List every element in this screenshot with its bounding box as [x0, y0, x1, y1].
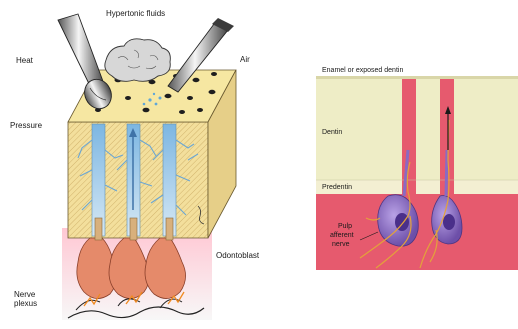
- predentin-band-mid: [416, 180, 440, 194]
- enamel-border: [316, 76, 518, 79]
- label-nerve: Nerve: [14, 290, 36, 299]
- odontoblast-cells: [77, 238, 186, 299]
- label-nerve-right: nerve: [332, 241, 350, 248]
- label-predentin: Predentin: [322, 184, 352, 191]
- label-hypertonic-fluids: Hypertonic fluids: [106, 9, 165, 18]
- label-enamel: Enamel or exposed dentin: [322, 67, 403, 74]
- dentin-block-middle: [416, 76, 440, 180]
- label-pulp: Pulp: [338, 223, 352, 230]
- dentin-block-right: [454, 76, 518, 180]
- label-pressure: Pressure: [10, 121, 43, 130]
- dentin-block-left: [316, 76, 402, 180]
- predentin-band-right: [454, 180, 518, 194]
- left-figure: Hypertonic fluids Heat Air Pressure Odon…: [10, 9, 260, 320]
- label-heat: Heat: [16, 56, 34, 65]
- label-afferent: afferent: [330, 232, 354, 239]
- label-air: Air: [240, 55, 250, 64]
- hypertonic-fluid-crystals: [105, 39, 170, 81]
- right-figure: Enamel or exposed dentin Dentin Predenti…: [316, 67, 518, 270]
- label-dentin: Dentin: [322, 129, 342, 136]
- label-odontoblast: Odontoblast: [216, 251, 260, 260]
- label-plexus: plexus: [14, 299, 37, 308]
